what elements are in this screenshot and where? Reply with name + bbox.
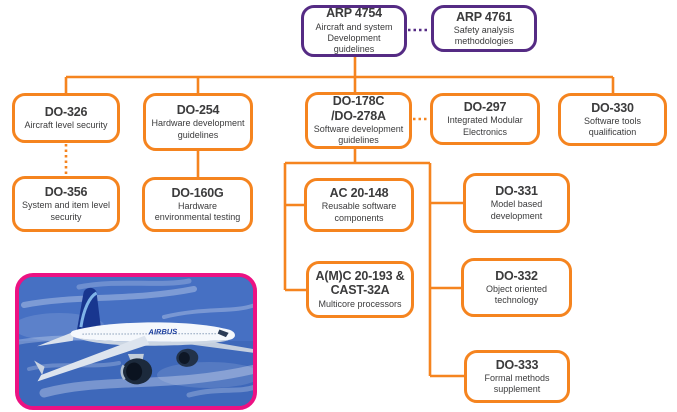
node-do160g-code: DO-160G [171, 185, 224, 200]
node-do356-code: DO-356 [44, 185, 88, 200]
node-do254-subtitle: Hardware development guidelines [151, 118, 245, 140]
aircraft: AIRBUS [34, 287, 253, 385]
node-do326: DO-326 Aircraft level security [12, 93, 120, 143]
node-do160g: DO-160G Hardware environmental testing [142, 177, 253, 232]
node-do297: DO-297 Integrated Modular Electronics [430, 93, 540, 145]
node-do331: DO-331 Model based development [463, 173, 570, 233]
node-arp4754-code: ARP 4754 [326, 6, 382, 21]
node-amc20193-code: A(M)C 20-193 & CAST-32A [315, 269, 405, 298]
node-do254-code: DO-254 [176, 103, 220, 118]
node-arp4761-subtitle: Safety analysis methodologies [453, 24, 515, 47]
node-do178c-do278a: DO-178C /DO-278A Software development gu… [305, 92, 412, 149]
cockpit-windows [217, 329, 229, 338]
engine-far-intake [178, 352, 190, 365]
node-ac20148-code: AC 20-148 [329, 186, 389, 201]
fuselage-shadow [78, 338, 230, 346]
node-do332-code: DO-332 [495, 268, 538, 283]
node-arp4754: ARP 4754 Aircraft and system Development… [301, 5, 407, 57]
node-do326-code: DO-326 [44, 104, 88, 119]
engine-near-rim [120, 364, 126, 381]
node-do160g-subtitle: Hardware environmental testing [154, 200, 241, 223]
engine-near-intake [126, 362, 143, 381]
node-do326-subtitle: Aircraft level security [24, 120, 108, 131]
node-do356: DO-356 System and item level security [12, 176, 120, 232]
node-arp4754-subtitle: Aircraft and system Development guidelin… [315, 21, 393, 55]
aircraft-photo: AIRBUS [15, 273, 257, 410]
node-arp4761-code: ARP 4761 [456, 9, 512, 24]
node-do178c-subtitle: Software development guidelines [313, 124, 404, 146]
node-do330-code: DO-330 [591, 100, 634, 115]
node-do333-subtitle: Formal methods supplement [484, 372, 550, 395]
winglet [34, 360, 45, 375]
node-do330: DO-330 Software tools qualification [558, 93, 667, 146]
node-amc20193-subtitle: Multicore processors [318, 298, 402, 309]
node-do333-code: DO-333 [495, 357, 539, 372]
node-do178c-code: DO-178C /DO-278A [331, 94, 386, 123]
node-do254: DO-254 Hardware development guidelines [143, 93, 253, 151]
aircraft-illustration: AIRBUS [19, 277, 253, 406]
node-do330-subtitle: Software tools qualification [583, 115, 642, 138]
node-do356-subtitle: System and item level security [21, 200, 111, 222]
node-do333: DO-333 Formal methods supplement [464, 350, 570, 403]
window-line [82, 333, 217, 335]
node-do332-subtitle: Object oriented technology [485, 283, 548, 306]
node-arp4761: ARP 4761 Safety analysis methodologies [431, 5, 537, 52]
node-ac20148-subtitle: Reusable software components [321, 201, 397, 223]
near-wing [37, 335, 150, 382]
node-do331-code: DO-331 [495, 184, 538, 199]
node-do331-subtitle: Model based development [490, 199, 543, 221]
node-do297-subtitle: Integrated Modular Electronics [447, 115, 523, 137]
node-ac20148: AC 20-148 Reusable software components [304, 178, 414, 232]
tail-swoosh [79, 291, 98, 328]
fuselage [70, 322, 235, 342]
node-do332: DO-332 Object oriented technology [461, 258, 572, 317]
node-amc20193-cast32a: A(M)C 20-193 & CAST-32A Multicore proces… [306, 261, 414, 318]
airbus-logo-text: AIRBUS [147, 327, 177, 337]
node-do297-code: DO-297 [463, 100, 507, 115]
